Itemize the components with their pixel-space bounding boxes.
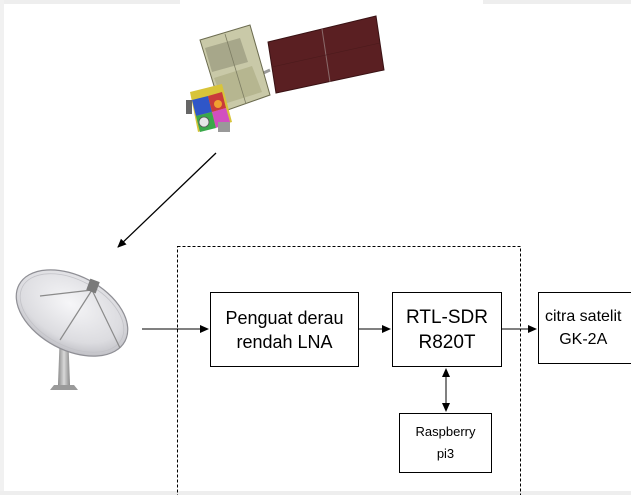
satellite-icon xyxy=(186,15,385,132)
lna-box: Penguat derau rendah LNA xyxy=(210,292,359,367)
rtl-sdr-box: RTL-SDR R820T xyxy=(392,292,502,367)
downlink-arrow xyxy=(117,152,217,248)
output-box: citra satelit GK-2A xyxy=(538,292,631,364)
bottom-border-strip xyxy=(0,491,631,495)
raspberry-box: Raspberry pi3 xyxy=(399,413,492,473)
rtl-sdr-label: RTL-SDR R820T xyxy=(406,306,488,353)
left-border-strip xyxy=(0,0,4,495)
processing-group-border xyxy=(177,246,521,495)
raspberry-label: Raspberry pi3 xyxy=(415,424,476,461)
output-label: citra satelit GK-2A xyxy=(545,308,622,348)
satellite-dish-icon xyxy=(15,269,129,390)
top-border-band xyxy=(0,0,180,4)
top-border-band-right xyxy=(483,0,631,4)
lna-label: Penguat derau rendah LNA xyxy=(225,307,344,352)
